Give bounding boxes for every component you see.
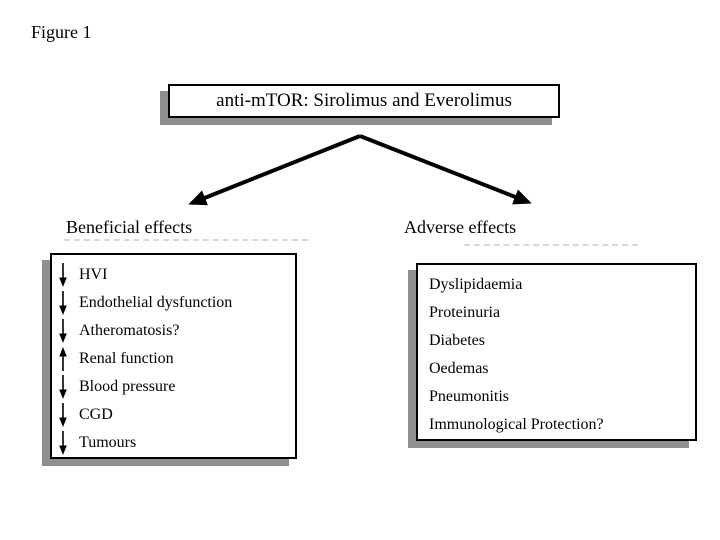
adverse-item-label: Proteinuria (429, 304, 501, 321)
beneficial-item-label: Tumours (79, 434, 137, 451)
beneficial-list-item: Tumours (58, 429, 295, 457)
adverse-list-item: Oedemas (427, 355, 695, 383)
figure-label: Figure 1 (31, 22, 92, 42)
down-arrow-icon (58, 262, 68, 288)
adverse-effects-box: Dyslipidaemia Proteinuria Diabetes Oedem… (416, 263, 697, 441)
beneficial-item-label: Atheromatosis? (79, 322, 180, 339)
arrow-to-beneficial (188, 134, 361, 206)
down-arrow-icon (58, 318, 68, 344)
arrow-to-adverse (359, 134, 532, 205)
beneficial-list-item: HVI (58, 261, 295, 289)
adverse-list-item: Diabetes (427, 327, 695, 355)
down-arrow-icon (58, 402, 68, 428)
adverse-list-item: Proteinuria (427, 299, 695, 327)
adverse-list-item: Pneumonitis (427, 383, 695, 411)
down-arrow-icon (58, 374, 68, 400)
adverse-effects-label: Adverse effects (404, 217, 517, 237)
beneficial-item-label: CGD (79, 406, 113, 423)
main-title-box: anti-mTOR: Sirolimus and Everolimus (168, 84, 560, 118)
adverse-list-item: Dyslipidaemia (427, 271, 695, 299)
adverse-list-item: Immunological Protection? (427, 411, 695, 439)
adverse-item-label: Pneumonitis (429, 388, 510, 405)
adverse-item-label: Oedemas (429, 360, 489, 377)
beneficial-list-item: Renal function (58, 345, 295, 373)
beneficial-list-item: Atheromatosis? (58, 317, 295, 345)
down-arrow-icon (58, 430, 68, 456)
down-arrow-icon (58, 290, 68, 316)
beneficial-list-item: Blood pressure (58, 373, 295, 401)
main-title: anti-mTOR: Sirolimus and Everolimus (216, 90, 512, 111)
adverse-item-label: Dyslipidaemia (429, 276, 523, 293)
up-arrow-icon (58, 346, 68, 372)
beneficial-effects-label: Beneficial effects (66, 217, 193, 237)
beneficial-underline-smudge (64, 239, 308, 241)
beneficial-list-item: Endothelial dysfunction (58, 289, 295, 317)
adverse-item-label: Diabetes (429, 332, 485, 349)
beneficial-effects-box: HVI Endothelial dysfunction (50, 253, 297, 459)
adverse-underline-smudge (464, 244, 638, 246)
beneficial-item-label: HVI (79, 266, 108, 283)
beneficial-item-label: Renal function (79, 350, 174, 367)
beneficial-item-label: Blood pressure (79, 378, 176, 395)
adverse-item-label: Immunological Protection? (429, 416, 604, 433)
beneficial-list-item: CGD (58, 401, 295, 429)
beneficial-item-label: Endothelial dysfunction (79, 294, 233, 311)
